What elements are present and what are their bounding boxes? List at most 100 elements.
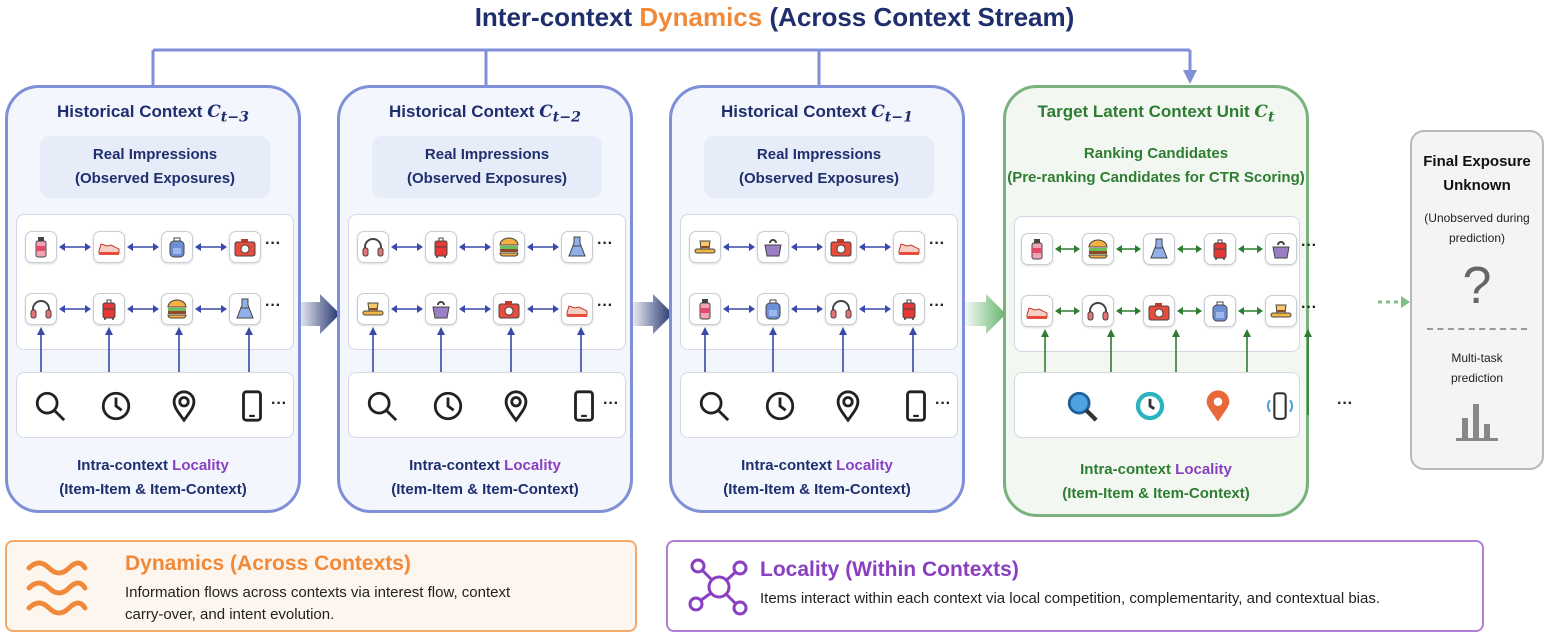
ellipsis: ··· [603, 395, 619, 412]
ellipsis: ··· [1337, 395, 1353, 412]
context-features: ··· [348, 372, 626, 438]
phone-icon [235, 389, 269, 428]
diagram-title: Inter-context Dynamics (Across Context S… [474, 2, 1075, 32]
backpack-icon [757, 293, 789, 325]
camera-icon [229, 231, 261, 263]
context-title: Historical Context Ct−3 [57, 102, 249, 126]
purse-icon [425, 293, 457, 325]
bottle-icon [689, 293, 721, 325]
clock-icon [99, 389, 133, 428]
burger-icon [493, 231, 525, 263]
backpack-icon [161, 231, 193, 263]
historical-context-t-1: Historical Context Ct−1 Real Impressions… [669, 85, 965, 513]
camera-icon [1143, 295, 1175, 327]
search-icon [697, 389, 731, 428]
location-pin-icon [1201, 389, 1235, 428]
flow-arrow-1 [295, 294, 340, 334]
bar-chart-icon [1456, 404, 1498, 441]
question-mark-icon: ? [1462, 257, 1492, 315]
ellipsis: ··· [597, 297, 613, 314]
dress-icon [561, 231, 593, 263]
phone-icon [899, 389, 933, 428]
headphones-icon [357, 231, 389, 263]
location-pin-icon [831, 389, 865, 428]
suitcase-icon [893, 293, 925, 325]
locality-label: Intra-context Locality(Item-Item & Item-… [59, 457, 247, 498]
sneaker-icon [893, 231, 925, 263]
locality-label: Intra-context Locality(Item-Item & Item-… [1062, 461, 1250, 502]
sneaker-icon [1021, 295, 1053, 327]
context-title: Historical Context Ct−1 [721, 102, 913, 126]
top-connector [151, 48, 1197, 86]
item-connections [37, 243, 253, 413]
locality-label: Intra-context Locality(Item-Item & Item-… [391, 457, 579, 498]
item-grid: ··· ··· [680, 214, 958, 413]
ellipsis: ··· [265, 235, 281, 252]
dynamics-legend: Dynamics (Across Contexts) Information f… [5, 540, 637, 632]
dynamics-legend-title: Dynamics (Across Contexts) [125, 552, 411, 575]
locality-legend-title: Locality (Within Contexts) [760, 558, 1019, 581]
ellipsis: ··· [265, 297, 281, 314]
locality-legend: Locality (Within Contexts) Items interac… [666, 540, 1484, 632]
context-features: ··· [1014, 372, 1353, 438]
phone-icon [1263, 389, 1297, 428]
dress-icon [1143, 233, 1175, 265]
suitcase-icon [1204, 233, 1236, 265]
dress-icon [229, 293, 261, 325]
search-icon [33, 389, 67, 428]
ellipsis: ··· [597, 235, 613, 252]
headphones-icon [1082, 295, 1114, 327]
flow-arrow-2 [628, 294, 673, 334]
item-grid: ··· ··· [16, 214, 294, 413]
item-grid: ··· ··· [1014, 216, 1317, 415]
camera-icon [825, 231, 857, 263]
hat-icon [357, 293, 389, 325]
dynamics-legend-text: Information flows across contexts via in… [125, 584, 511, 623]
historical-context-t-3: Historical Context Ct−3 Real Impressions… [5, 85, 301, 513]
suitcase-icon [425, 231, 457, 263]
real-impressions-box: Real Impressions(Observed Exposures) [40, 136, 270, 198]
flow-arrows [295, 294, 1410, 334]
burger-icon [1082, 233, 1114, 265]
burger-icon [161, 293, 193, 325]
hat-icon [689, 231, 721, 263]
clock-icon [431, 389, 465, 428]
search-icon [1065, 389, 1099, 428]
ellipsis: ··· [929, 235, 945, 252]
ranking-candidates-label: Ranking Candidates(Pre-ranking Candidate… [1007, 145, 1305, 186]
ellipsis: ··· [1301, 299, 1317, 316]
sneaker-icon [561, 293, 593, 325]
clock-icon [1133, 389, 1167, 428]
waves-icon [26, 560, 88, 616]
real-impressions-box: Real Impressions(Observed Exposures) [372, 136, 602, 198]
context-title: Historical Context Ct−2 [389, 102, 581, 126]
network-icon [688, 558, 748, 616]
context-features: ··· [16, 372, 294, 438]
backpack-icon [1204, 295, 1236, 327]
bottle-icon [1021, 233, 1053, 265]
context-title: Target Latent Context Unit Ct [1037, 102, 1275, 126]
ellipsis: ··· [271, 395, 287, 412]
real-impressions-box: Real Impressions(Observed Exposures) [704, 136, 934, 198]
context-features: ··· [680, 372, 958, 438]
historical-context-t-2: Historical Context Ct−2 Real Impressions… [337, 85, 633, 513]
item-grid: ··· ··· [348, 214, 626, 413]
bottle-icon [25, 231, 57, 263]
location-pin-icon [167, 389, 201, 428]
target-latent-context-unit: Target Latent Context Unit Ct Ranking Ca… [1003, 85, 1353, 517]
divider [1427, 328, 1527, 330]
flow-arrow-3 [962, 294, 1006, 334]
ellipsis: ··· [1301, 237, 1317, 254]
location-pin-icon [499, 389, 533, 428]
ellipsis: ··· [935, 395, 951, 412]
ellipsis: ··· [929, 297, 945, 314]
camera-icon [493, 293, 525, 325]
sneaker-icon [93, 231, 125, 263]
locality-label: Intra-context Locality(Item-Item & Item-… [723, 457, 911, 498]
headphones-icon [825, 293, 857, 325]
locality-legend-text: Items interact within each context via l… [760, 590, 1381, 607]
